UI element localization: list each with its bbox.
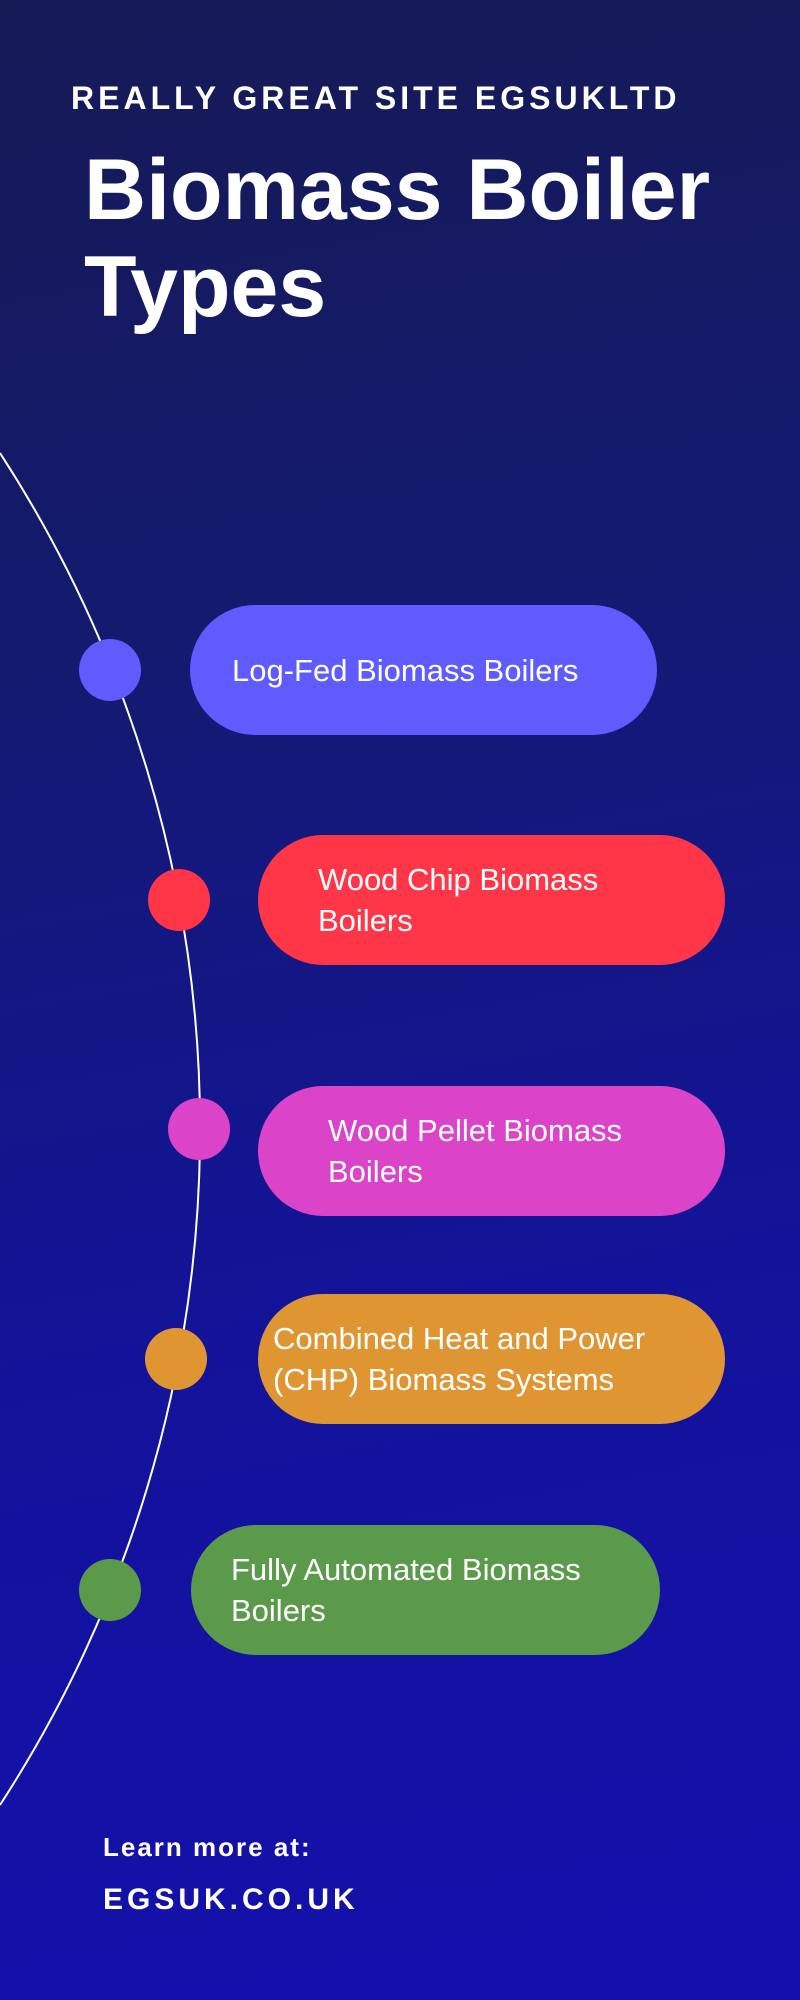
website-link[interactable]: EGSUK.CO.UK <box>103 1883 359 1916</box>
item-wood-chip: Wood Chip Biomass Boilers <box>258 835 725 965</box>
item-log-fed: Log-Fed Biomass Boilers <box>190 605 657 735</box>
timeline-dot-1 <box>79 639 141 701</box>
site-name: REALLY GREAT SITE EGSUKLTD <box>71 80 681 116</box>
item-fully-automated: Fully Automated Biomass Boilers <box>191 1525 660 1655</box>
item-label: Wood Chip Biomass Boilers <box>318 862 599 938</box>
timeline-dot-5 <box>79 1559 141 1621</box>
item-label: Wood Pellet Biomass Boilers <box>328 1113 623 1189</box>
timeline-dot-3 <box>168 1098 230 1160</box>
timeline-dot-4 <box>145 1328 207 1390</box>
timeline-dot-2 <box>148 869 210 931</box>
item-label: Log-Fed Biomass Boilers <box>232 652 579 688</box>
learn-more-label: Learn more at: <box>103 1832 312 1862</box>
item-label: Fully Automated Biomass Boilers <box>231 1552 581 1628</box>
item-wood-pellet: Wood Pellet Biomass Boilers <box>258 1086 725 1216</box>
page-title: Biomass Boiler Types <box>84 142 711 335</box>
item-label: Combined Heat and Power (CHP) Biomass Sy… <box>273 1321 646 1397</box>
item-chp: Combined Heat and Power (CHP) Biomass Sy… <box>258 1294 725 1424</box>
